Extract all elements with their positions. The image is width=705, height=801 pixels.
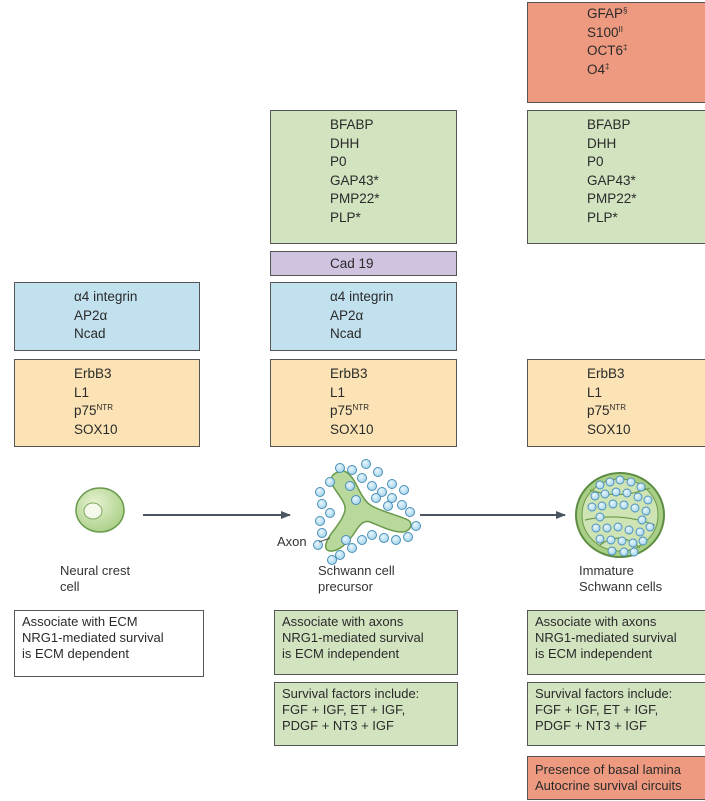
immature-notes-box: Associate with axons NRG1-mediated survi… (527, 610, 705, 675)
bottom-note-line: Autocrine survival circuits (535, 778, 682, 793)
marker-bfabp: BFABP (330, 117, 374, 132)
marker-ncad: Ncad (330, 326, 362, 342)
marker-p0: P0 (330, 154, 347, 170)
note-line: is ECM dependent (22, 646, 129, 661)
marker-gap43: GAP43* (587, 172, 636, 188)
axon-label: Axon (277, 534, 307, 549)
marker-o4: O4‡ (587, 61, 610, 77)
precursor-cad19-box: Cad 19 (270, 251, 457, 276)
marker-gfap: GFAP§ (587, 6, 628, 21)
immature-yellow-markers-box: ErbB3 L1 p75NTR SOX10 (527, 359, 705, 447)
marker-erbb3: ErbB3 (74, 366, 112, 381)
precursor-blue-markers-box: α4 integrin AP2α Ncad (270, 282, 457, 351)
note-line: is ECM independent (535, 646, 653, 661)
note-line: NRG1-mediated survival (535, 630, 677, 645)
marker-s100: S100II (587, 24, 623, 40)
marker-erbb3: ErbB3 (330, 366, 368, 381)
schwann-precursor-icon (313, 459, 421, 565)
precursor-green-markers-box: BFABP DHH P0 GAP43* PMP22* PLP* (270, 110, 457, 244)
marker-a4-integrin: α4 integrin (74, 289, 138, 304)
marker-ncad: Ncad (74, 326, 106, 342)
marker-p75ntr: p75NTR (330, 403, 369, 419)
note-line: is ECM independent (282, 646, 400, 661)
marker-oct6: OCT6‡ (587, 43, 628, 59)
marker-ap2a: AP2α (330, 307, 364, 323)
marker-dhh: DHH (330, 135, 360, 151)
note-line: Associate with ECM (22, 614, 138, 629)
marker-sox10: SOX10 (587, 421, 631, 437)
bottom-note-line: Presence of basal lamina (535, 762, 681, 777)
marker-plp: PLP* (587, 209, 618, 225)
marker-dhh: DHH (587, 135, 617, 151)
factor-line: FGF + IGF, ET + IGF, (535, 702, 659, 717)
factor-line: FGF + IGF, ET + IGF, (282, 702, 406, 717)
marker-l1: L1 (587, 384, 603, 400)
neural-crest-blue-markers-box: α4 integrin AP2α Ncad (14, 282, 200, 351)
marker-p0: P0 (587, 154, 604, 170)
factor-line: PDGF + NT3 + IGF (535, 718, 647, 733)
marker-l1: L1 (330, 384, 346, 400)
marker-cad19: Cad 19 (330, 256, 374, 271)
neural-crest-cell-label: Neural crest cell (60, 563, 131, 594)
marker-erbb3: ErbB3 (587, 366, 625, 381)
neural-crest-yellow-markers-box: ErbB3 L1 p75NTR SOX10 (14, 359, 200, 447)
schwann-precursor-label: Schwann cell precursor (318, 563, 395, 594)
immature-survival-factors-box: Survival factors include: FGF + IGF, ET … (527, 682, 705, 746)
immature-schwann-cells-icon (575, 472, 665, 558)
neural-crest-notes-box: Associate with ECM NRG1-mediated surviva… (14, 610, 204, 677)
marker-pmp22: PMP22* (587, 191, 637, 207)
marker-p75ntr: p75NTR (74, 403, 113, 419)
factor-line: PDGF + NT3 + IGF (282, 718, 394, 733)
note-line: Associate with axons (535, 614, 657, 629)
marker-gap43: GAP43* (330, 172, 379, 188)
note-line: Associate with axons (282, 614, 404, 629)
immature-salmon-markers-box: GFAP§ S100II OCT6‡ O4‡ (527, 2, 705, 103)
marker-sox10: SOX10 (330, 421, 374, 437)
marker-a4-integrin: α4 integrin (330, 289, 394, 304)
immature-green-markers-box: BFABP DHH P0 GAP43* PMP22* PLP* (527, 110, 705, 244)
marker-ap2a: AP2α (74, 307, 108, 323)
marker-sox10: SOX10 (74, 421, 118, 437)
precursor-yellow-markers-box: ErbB3 L1 p75NTR SOX10 (270, 359, 457, 447)
precursor-notes-box: Associate with axons NRG1-mediated survi… (274, 610, 458, 675)
neural-crest-cell-icon (75, 487, 125, 533)
immature-basal-lamina-box: Presence of basal lamina Autocrine survi… (527, 756, 705, 800)
marker-bfabp: BFABP (587, 117, 631, 132)
marker-pmp22: PMP22* (330, 191, 380, 207)
factor-line: Survival factors include: (535, 686, 673, 701)
note-line: NRG1-mediated survival (22, 630, 164, 645)
marker-p75ntr: p75NTR (587, 403, 626, 419)
factor-line: Survival factors include: (282, 686, 420, 701)
note-line: NRG1-mediated survival (282, 630, 424, 645)
marker-l1: L1 (74, 384, 90, 400)
immature-schwann-label: Immature Schwann cells (579, 563, 663, 594)
precursor-survival-factors-box: Survival factors include: FGF + IGF, ET … (274, 682, 458, 746)
marker-plp: PLP* (330, 209, 361, 225)
